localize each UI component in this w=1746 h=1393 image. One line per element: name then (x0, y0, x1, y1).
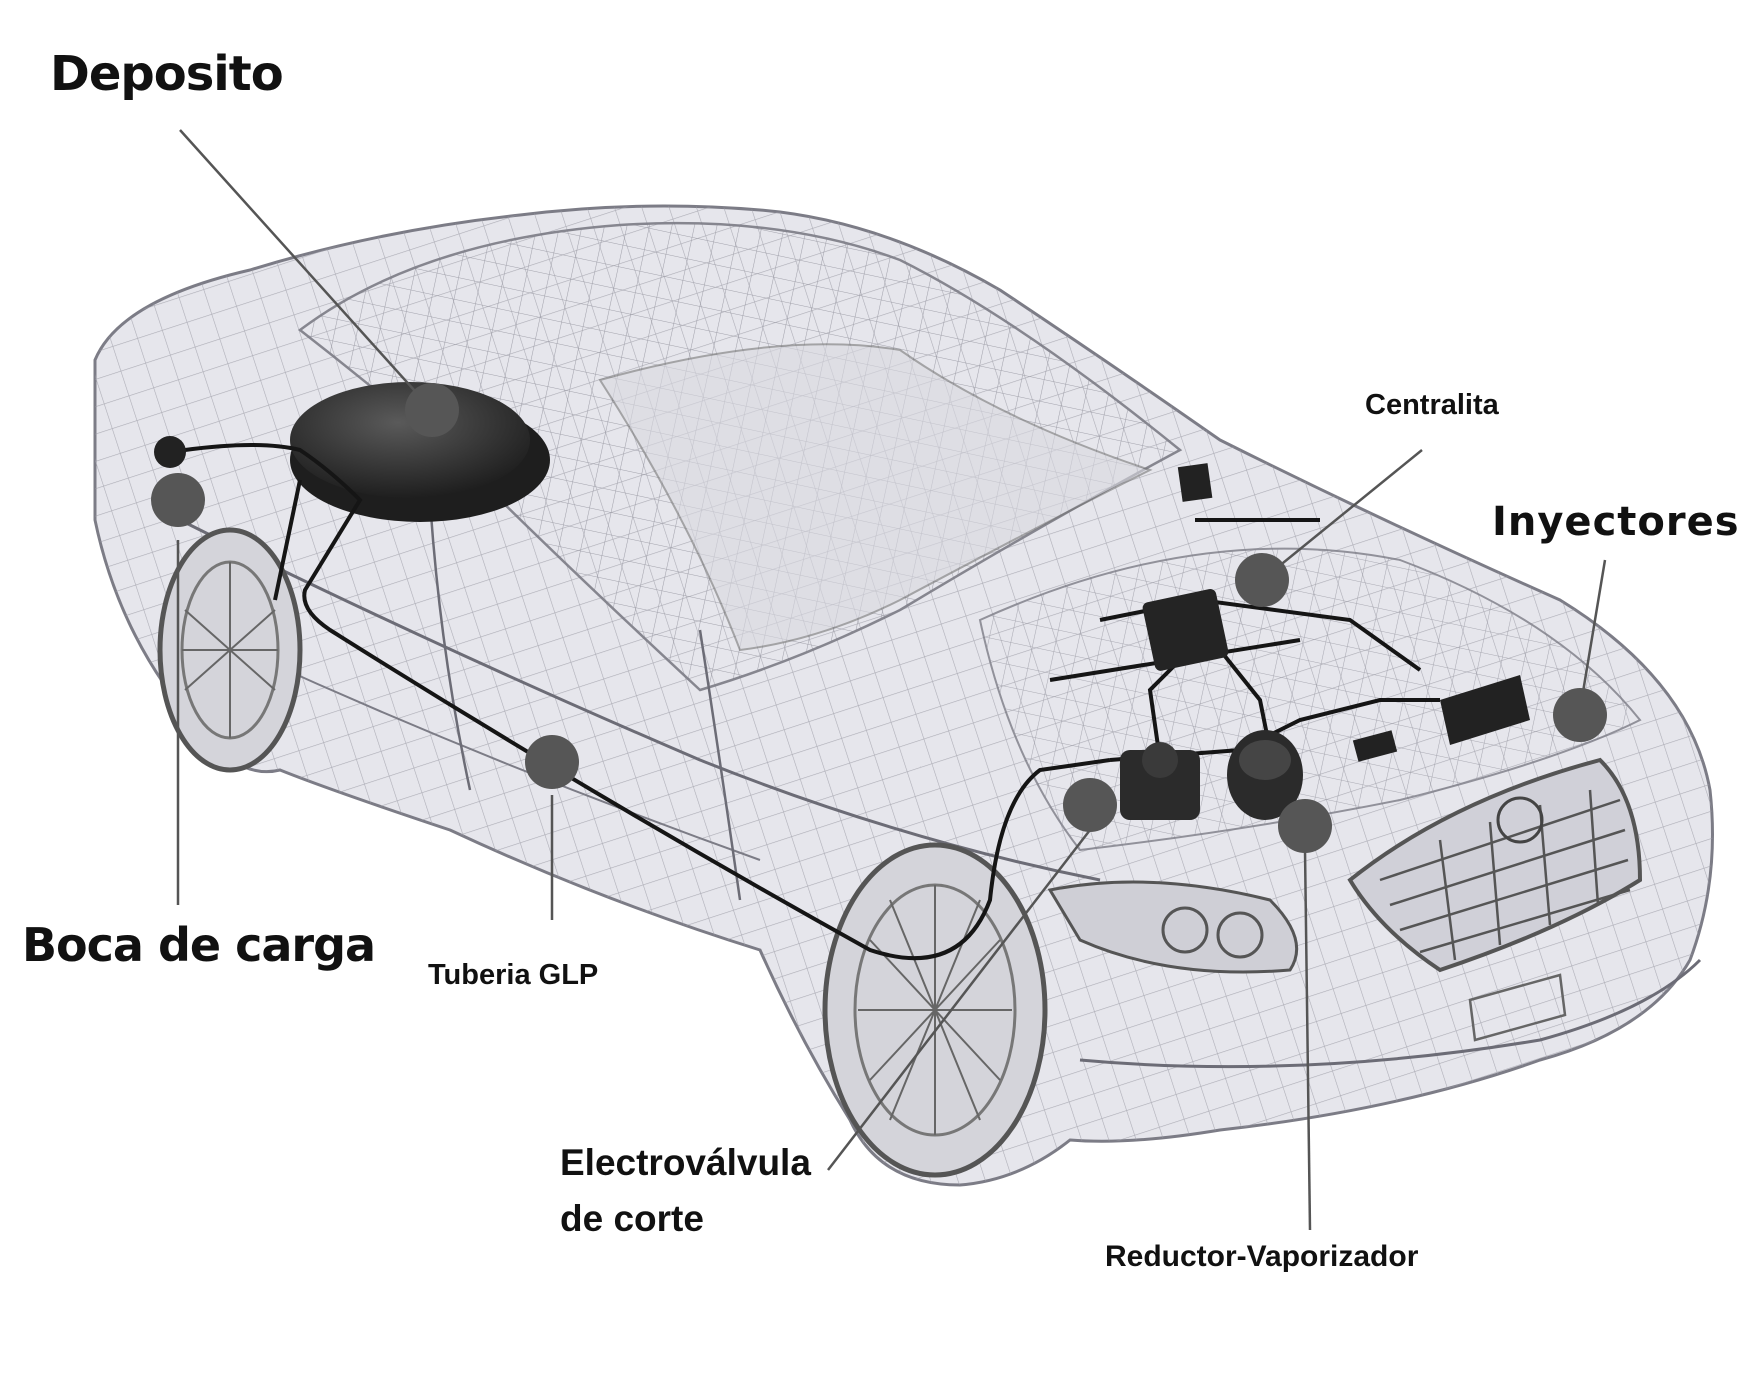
markers (151, 383, 1607, 853)
injector-rail (1352, 675, 1530, 762)
label-electrovalvula-line1: Electroválvula (560, 1142, 811, 1183)
marker-reductor (1278, 799, 1332, 853)
label-deposito: Deposito (50, 46, 284, 102)
label-centralita: Centralita (1365, 389, 1499, 421)
reducer-vaporizer (1227, 730, 1303, 820)
marker-centralita (1235, 553, 1289, 607)
label-inyectores: Inyectores (1492, 499, 1740, 545)
label-reductor-vaporizador: Reductor-Vaporizador (1105, 1240, 1419, 1273)
filler-nozzle (154, 436, 186, 468)
marker-electrovalvula (1063, 778, 1117, 832)
marker-inyectores (1553, 688, 1607, 742)
label-electrovalvula-line2: de corte (560, 1197, 704, 1239)
rear-wheel (157, 527, 303, 773)
label-electrovalvula: Electroválvula de corte (560, 1135, 811, 1246)
ecu-small (1177, 463, 1213, 502)
front-wheel (822, 842, 1048, 1178)
ecu-main (1142, 588, 1229, 671)
label-tuberia-glp: Tuberia GLP (428, 959, 599, 991)
lpg-tank (290, 382, 550, 522)
solenoid-valve (1120, 742, 1200, 820)
marker-boca-de-carga (151, 473, 205, 527)
marker-deposito (405, 383, 459, 437)
marker-tuberia-glp (525, 735, 579, 789)
headlight (1047, 880, 1299, 974)
label-boca-de-carga: Boca de carga (22, 918, 376, 972)
grille (1347, 757, 1643, 973)
leader-lines (176, 129, 1607, 1231)
